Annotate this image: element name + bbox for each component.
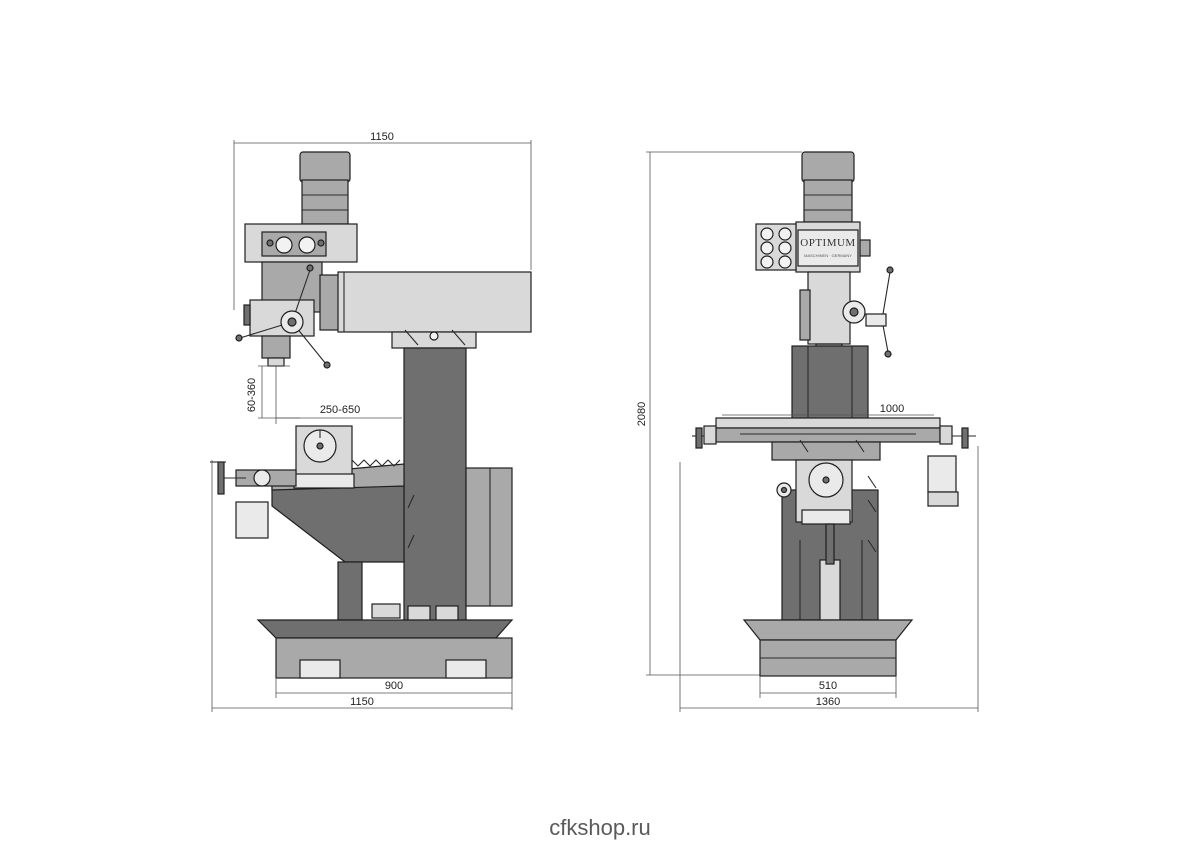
side-ram: [319, 271, 532, 349]
side-view: 1150: [210, 131, 532, 712]
brand-tagline: MASCHINEN · GERMANY: [804, 253, 852, 258]
front-motor: [801, 151, 855, 223]
side-head-levers: [235, 264, 331, 369]
side-top-dimension: 1150: [233, 131, 532, 310]
front-height-dimension: 2080: [636, 151, 802, 676]
side-top-width-label: 1150: [370, 131, 394, 143]
watermark: cfkshop.ru: [549, 815, 651, 840]
side-reach-dimension: 250-650: [275, 366, 402, 424]
side-motor: [299, 151, 351, 225]
side-quill-dimension: 60-360: [246, 365, 300, 419]
front-table-length-label: 1000: [880, 403, 904, 415]
front-view: 2080 OPTIMUM MASCHINEN · GERMANY: [636, 151, 979, 712]
side-total-width-label: 1150: [350, 696, 374, 708]
side-head: [244, 223, 358, 367]
side-base-dimensions: 900 1150: [211, 460, 513, 712]
side-base: [256, 619, 514, 679]
side-table: [210, 425, 415, 549]
side-base-width-label: 900: [385, 680, 403, 692]
front-height-label: 2080: [636, 402, 648, 426]
front-total-width-label: 1360: [816, 696, 840, 708]
side-reach-label: 250-650: [320, 404, 360, 416]
front-base: [742, 619, 914, 677]
side-quill-travel-label: 60-360: [246, 378, 258, 412]
front-knee: [771, 439, 881, 565]
front-table-dimension: 1000: [722, 403, 934, 416]
front-base-width-label: 510: [819, 680, 837, 692]
front-base-dimensions: 510 1360: [679, 446, 979, 712]
side-column: [403, 347, 513, 631]
front-head: OPTIMUM MASCHINEN · GERMANY: [755, 221, 871, 273]
brand-name: OPTIMUM: [800, 237, 855, 249]
